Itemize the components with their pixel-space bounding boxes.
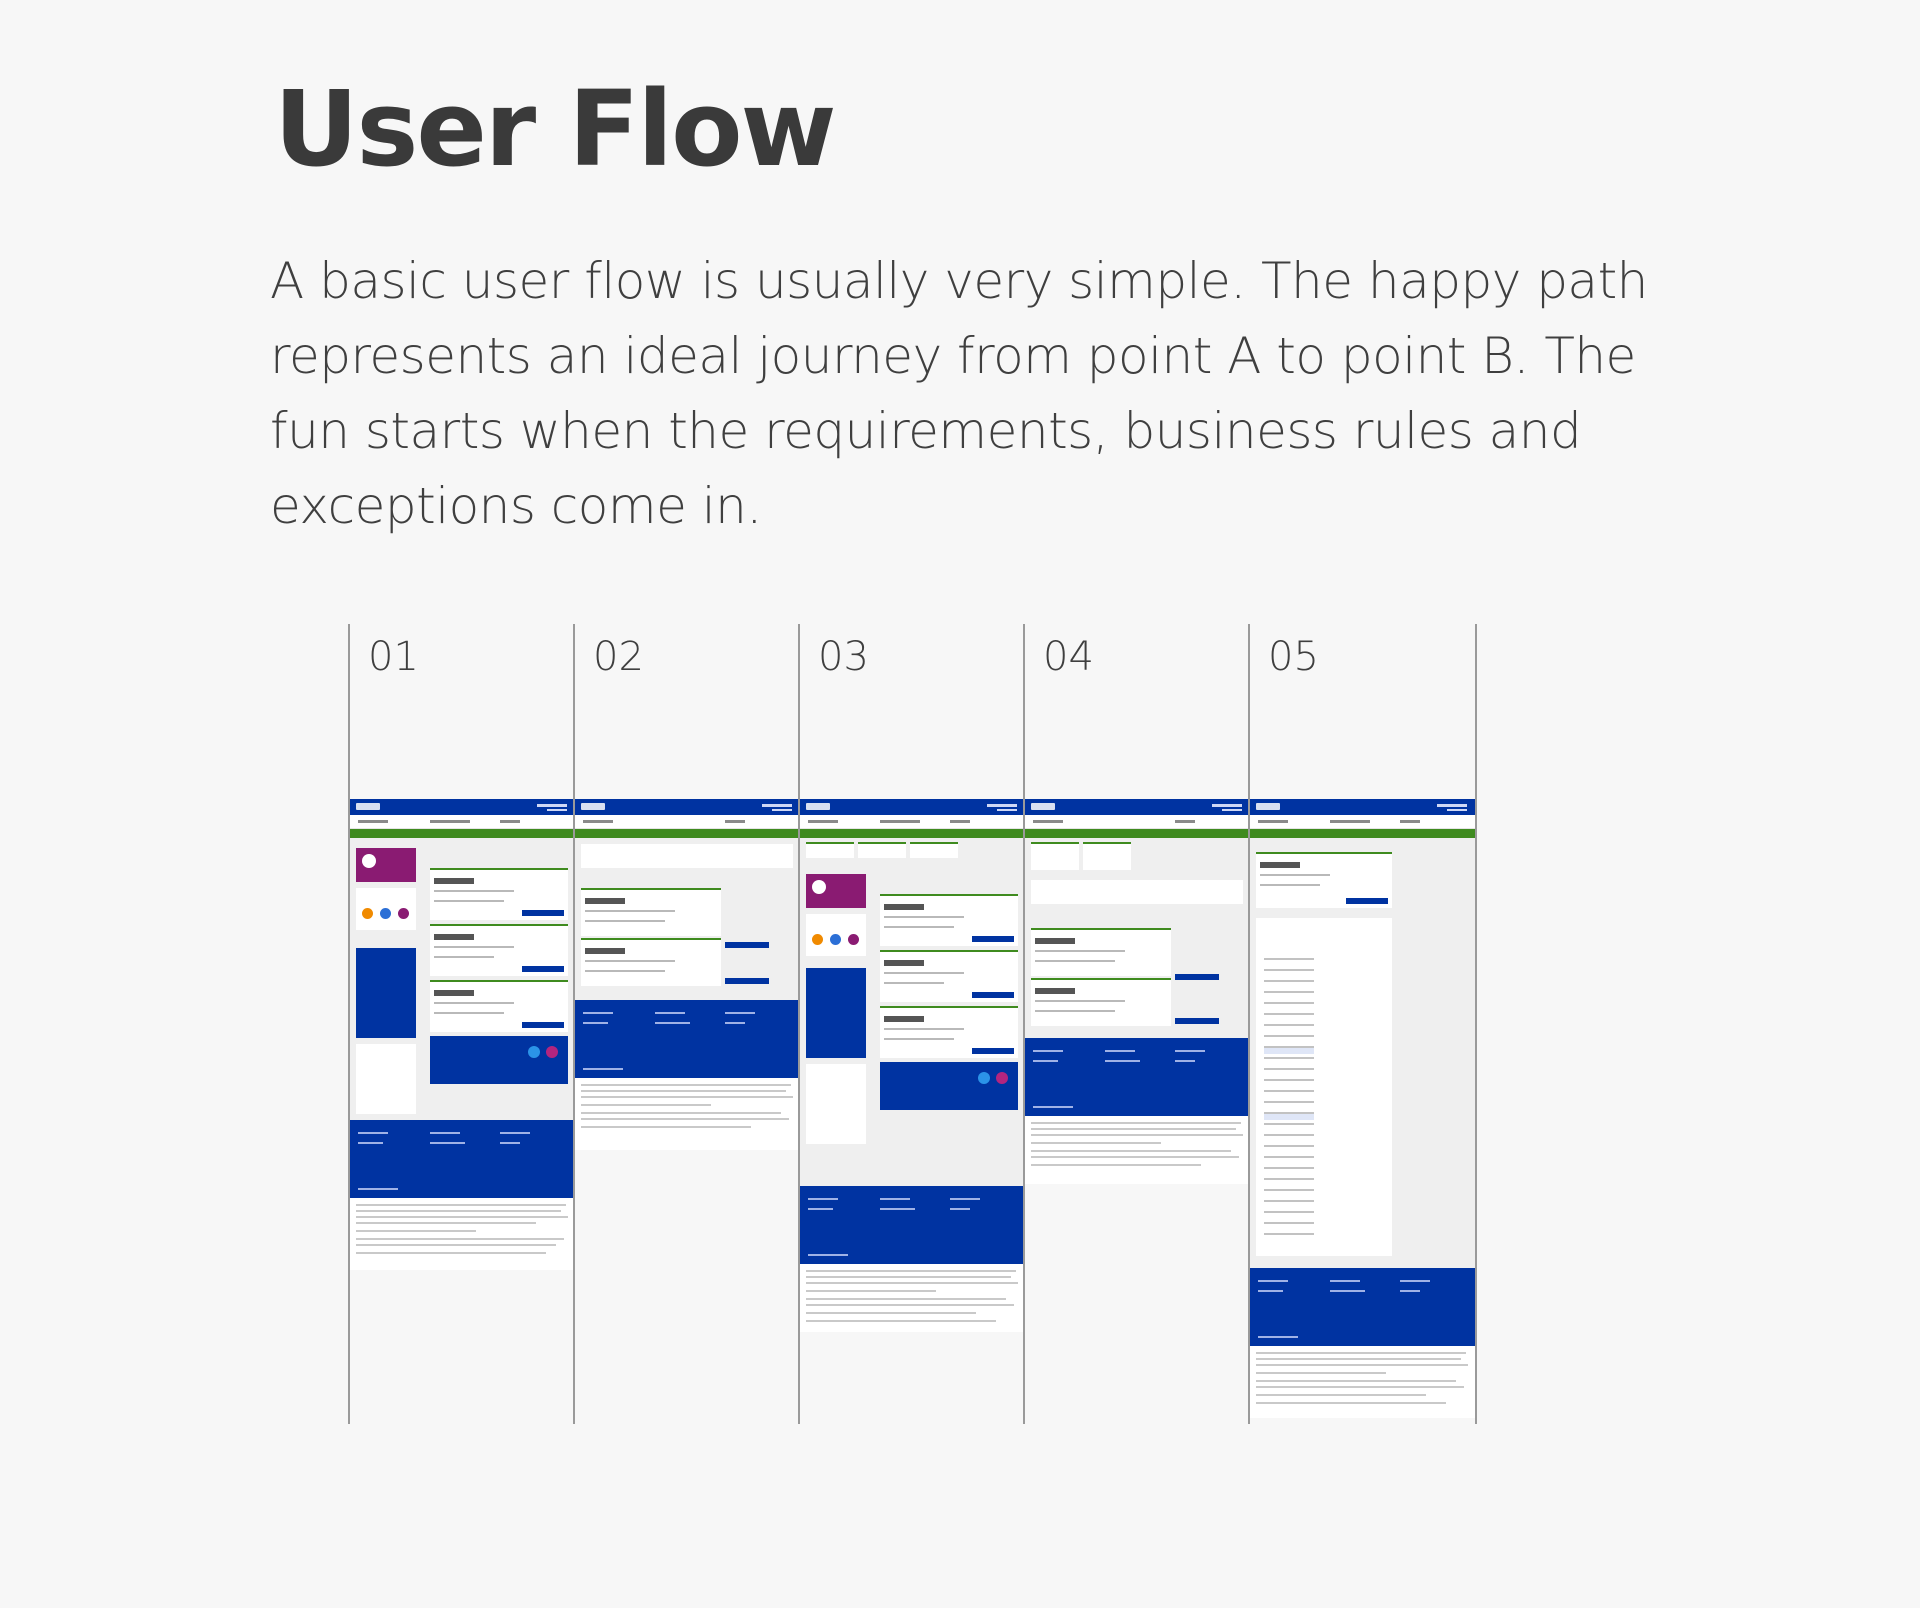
table-row — [1264, 969, 1314, 971]
step-number: 02 — [593, 634, 644, 680]
table-row — [1264, 1233, 1314, 1235]
table-row — [1264, 1024, 1314, 1026]
table-row — [1264, 1068, 1314, 1070]
bank-logo — [1031, 803, 1055, 810]
table-row — [1264, 1134, 1314, 1136]
promo-banner — [356, 848, 416, 882]
bank-header — [575, 799, 800, 815]
table-row — [1264, 1189, 1314, 1191]
table-row — [1264, 1090, 1314, 1092]
bank-header — [1250, 799, 1475, 815]
bank-logo — [356, 803, 380, 810]
table-row — [1264, 1123, 1314, 1125]
bank-header — [1025, 799, 1250, 815]
bank-header — [800, 799, 1025, 815]
table-row — [1264, 1046, 1314, 1048]
screenshot-thumbnail-04[interactable] — [1025, 799, 1250, 1184]
bank-logo — [806, 803, 830, 810]
bank-logo — [1256, 803, 1280, 810]
table-row — [1264, 1211, 1314, 1213]
joint-account-banner — [880, 1062, 1018, 1110]
transactions-table — [1256, 918, 1392, 1256]
table-row — [1264, 980, 1314, 982]
promo-banner — [806, 874, 866, 908]
table-row — [1264, 1145, 1314, 1147]
footer — [1250, 1268, 1475, 1346]
flow-step-03: 03 — [798, 624, 1025, 1424]
step-number: 04 — [1043, 634, 1094, 680]
table-row — [1264, 1200, 1314, 1202]
table-row — [1264, 1035, 1314, 1037]
joint-account-banner — [430, 1036, 568, 1084]
products-nav — [806, 968, 866, 1058]
table-row — [1264, 1013, 1314, 1015]
table-row — [1264, 1156, 1314, 1158]
table-row — [1264, 1079, 1314, 1081]
screenshot-thumbnail-02[interactable] — [575, 799, 800, 1150]
footer — [800, 1186, 1025, 1264]
intro-paragraph: A basic user flow is usually very simple… — [270, 252, 1648, 535]
screenshot-thumbnail-05[interactable] — [1250, 799, 1475, 1418]
flow-step-02: 02 — [573, 624, 800, 1424]
footer — [575, 1000, 800, 1078]
step-number: 05 — [1268, 634, 1319, 680]
step-number: 01 — [368, 634, 419, 680]
bank-logo — [581, 803, 605, 810]
screenshot-thumbnail-01[interactable] — [350, 799, 575, 1270]
table-row — [1264, 1222, 1314, 1224]
table-row — [1264, 1167, 1314, 1169]
table-row — [1264, 1101, 1314, 1103]
step-number: 03 — [818, 634, 869, 680]
screenshot-thumbnail-03[interactable] — [800, 799, 1025, 1332]
user-flow: 01 — [348, 624, 1477, 1424]
bank-header — [350, 799, 575, 815]
table-row — [1264, 991, 1314, 993]
products-nav — [356, 948, 416, 1038]
page-title: User Flow — [274, 68, 837, 190]
table-row — [1264, 1057, 1314, 1059]
table-row — [1264, 1178, 1314, 1180]
footer — [1025, 1038, 1250, 1116]
footer — [350, 1120, 575, 1198]
flow-step-05: 05 — [1248, 624, 1477, 1424]
table-row — [1264, 1002, 1314, 1004]
flow-step-01: 01 — [348, 624, 575, 1424]
table-row — [1264, 1112, 1314, 1114]
flow-step-04: 04 — [1023, 624, 1250, 1424]
table-row — [1264, 958, 1314, 960]
